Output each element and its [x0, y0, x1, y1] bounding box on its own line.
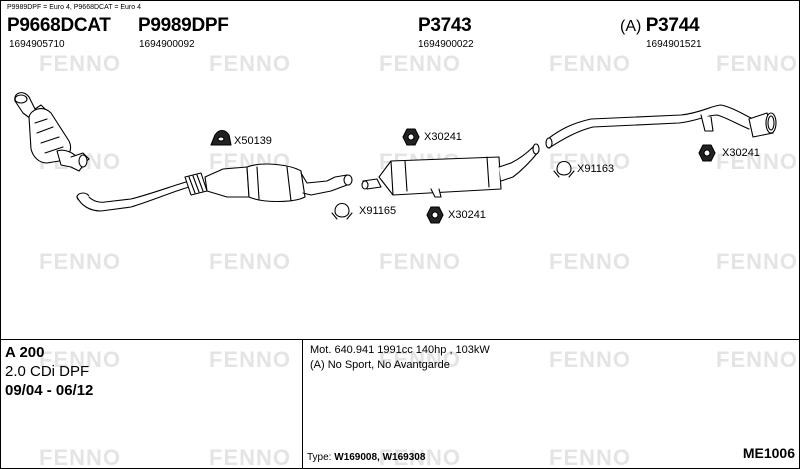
type-label: Type:	[307, 452, 332, 463]
callout-x30241[interactable]: X30241	[722, 147, 760, 159]
callout-x30241[interactable]: X30241	[448, 209, 486, 221]
info-panel-divider	[1, 339, 799, 340]
watermark: FENNO	[379, 347, 461, 372]
euro-norm-note: P9989DPF = Euro 4, P9668DCAT = Euro 4	[7, 4, 141, 11]
watermark: FENNO	[549, 347, 631, 372]
watermark: FENNO	[209, 249, 291, 274]
watermark: FENNO	[39, 51, 121, 76]
callout-x91163[interactable]: X91163	[577, 163, 615, 175]
part-number-middle-silencer[interactable]: P3743	[418, 15, 472, 36]
watermark: FENNO	[716, 249, 798, 274]
mount-x30241-part	[402, 128, 420, 146]
watermark: FENNO	[716, 149, 798, 174]
kit-number: ME1006	[742, 445, 795, 461]
watermark: FENNO	[549, 445, 631, 469]
callout-x91165[interactable]: X91165	[359, 205, 397, 217]
watermark: FENNO	[209, 51, 291, 76]
type-value: W169008, W169308	[334, 452, 426, 463]
clamp-x91163-part	[553, 160, 575, 178]
info-panel-column-divider	[302, 339, 303, 468]
callout-x50139[interactable]: X50139	[234, 135, 272, 147]
watermark: FENNO	[209, 347, 291, 372]
watermark: FENNO	[379, 51, 461, 76]
watermark: FENNO	[549, 249, 631, 274]
front-catalytic-converter	[14, 92, 90, 172]
restriction-note: (A) No Sport, No Avantgarde	[310, 359, 450, 371]
oe-number-dpf: 1694900092	[139, 39, 195, 50]
motor-spec: Mot. 640.941 1991cc 140hp , 103kW	[310, 344, 490, 356]
callout-x30241[interactable]: X30241	[424, 131, 462, 143]
oe-number-front-cat: 1694905710	[9, 39, 65, 50]
part-number-dpf[interactable]: P9989DPF	[138, 15, 229, 36]
watermark: FENNO	[39, 445, 121, 469]
restriction-prefix: (A)	[620, 18, 642, 35]
rear-tail-pipe	[545, 104, 777, 149]
exhaust-system-drawing	[14, 92, 777, 224]
diesel-particulate-filter	[204, 163, 353, 203]
hanger-x50139-part	[210, 129, 232, 146]
vehicle-type-line: Type: W169008, W169308	[307, 452, 425, 463]
vehicle-engine: 2.0 CDi DPF	[5, 363, 90, 380]
watermark: FENNO	[209, 445, 291, 469]
watermark: FENNO	[39, 347, 121, 372]
clamp-x91165-part	[331, 202, 353, 220]
vehicle-model: A 200	[5, 344, 45, 361]
oe-number-rear-pipe: 1694901521	[646, 39, 702, 50]
part-number-front-cat[interactable]: P9668DCAT	[7, 15, 111, 36]
watermark: FENNO	[716, 51, 798, 76]
watermark: FENNO	[39, 249, 121, 274]
watermark: FENNO	[549, 51, 631, 76]
vehicle-years: 09/04 - 06/12	[5, 382, 94, 399]
watermark: FENNO	[379, 249, 461, 274]
part-number-rear-pipe: P3744	[645, 15, 700, 36]
middle-silencer	[361, 143, 540, 198]
part-rear-label[interactable]: (A) P3744	[620, 15, 700, 37]
mount-x30241-part	[426, 206, 444, 224]
oe-number-middle-silencer: 1694900022	[418, 39, 474, 50]
watermark: FENNO	[716, 347, 798, 372]
mount-x30241-part	[698, 144, 716, 162]
front-pipe	[76, 172, 208, 212]
watermark: FENNO	[379, 445, 461, 469]
